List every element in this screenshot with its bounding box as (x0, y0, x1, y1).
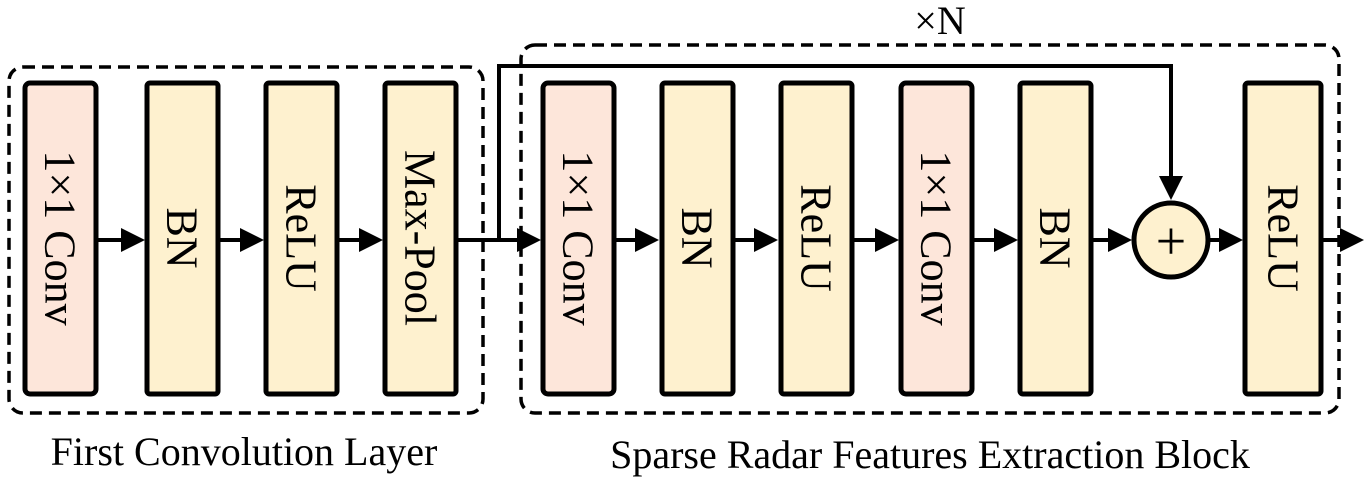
block-conv-2: 1×1 Conv (540, 80, 617, 397)
block-bn-2: BN (659, 80, 736, 397)
svg-text:ReLU: ReLU (1259, 184, 1308, 292)
block-bn-1: BN (144, 80, 221, 397)
svg-text:ReLU: ReLU (792, 184, 841, 292)
svg-text:ReLU: ReLU (277, 184, 326, 292)
svg-text:BN: BN (158, 207, 207, 268)
repeat-label: ×N (914, 0, 965, 43)
first-layer-caption: First Convolution Layer (51, 429, 438, 474)
svg-text:BN: BN (1031, 207, 1080, 268)
svg-text:1×1 Conv: 1×1 Conv (554, 150, 603, 325)
block-conv-3: 1×1 Conv (898, 80, 975, 397)
first-layer-group (7, 65, 485, 415)
svg-text:Max-Pool: Max-Pool (396, 150, 445, 326)
block-bn-3: BN (1017, 80, 1094, 397)
block-maxpool: Max-Pool (382, 80, 459, 397)
extraction-block-caption: Sparse Radar Features Extraction Block (610, 432, 1250, 477)
svg-text:1×1 Conv: 1×1 Conv (36, 150, 85, 325)
plus-icon: + (1156, 211, 1186, 271)
block-relu-2: ReLU (778, 80, 855, 397)
block-relu-1: ReLU (263, 80, 340, 397)
add-node: + (1131, 200, 1211, 280)
svg-text:1×1 Conv: 1×1 Conv (912, 150, 961, 325)
block-relu-3: ReLU (1242, 80, 1324, 397)
block-conv-1: 1×1 Conv (22, 80, 99, 397)
svg-text:BN: BN (673, 207, 722, 268)
